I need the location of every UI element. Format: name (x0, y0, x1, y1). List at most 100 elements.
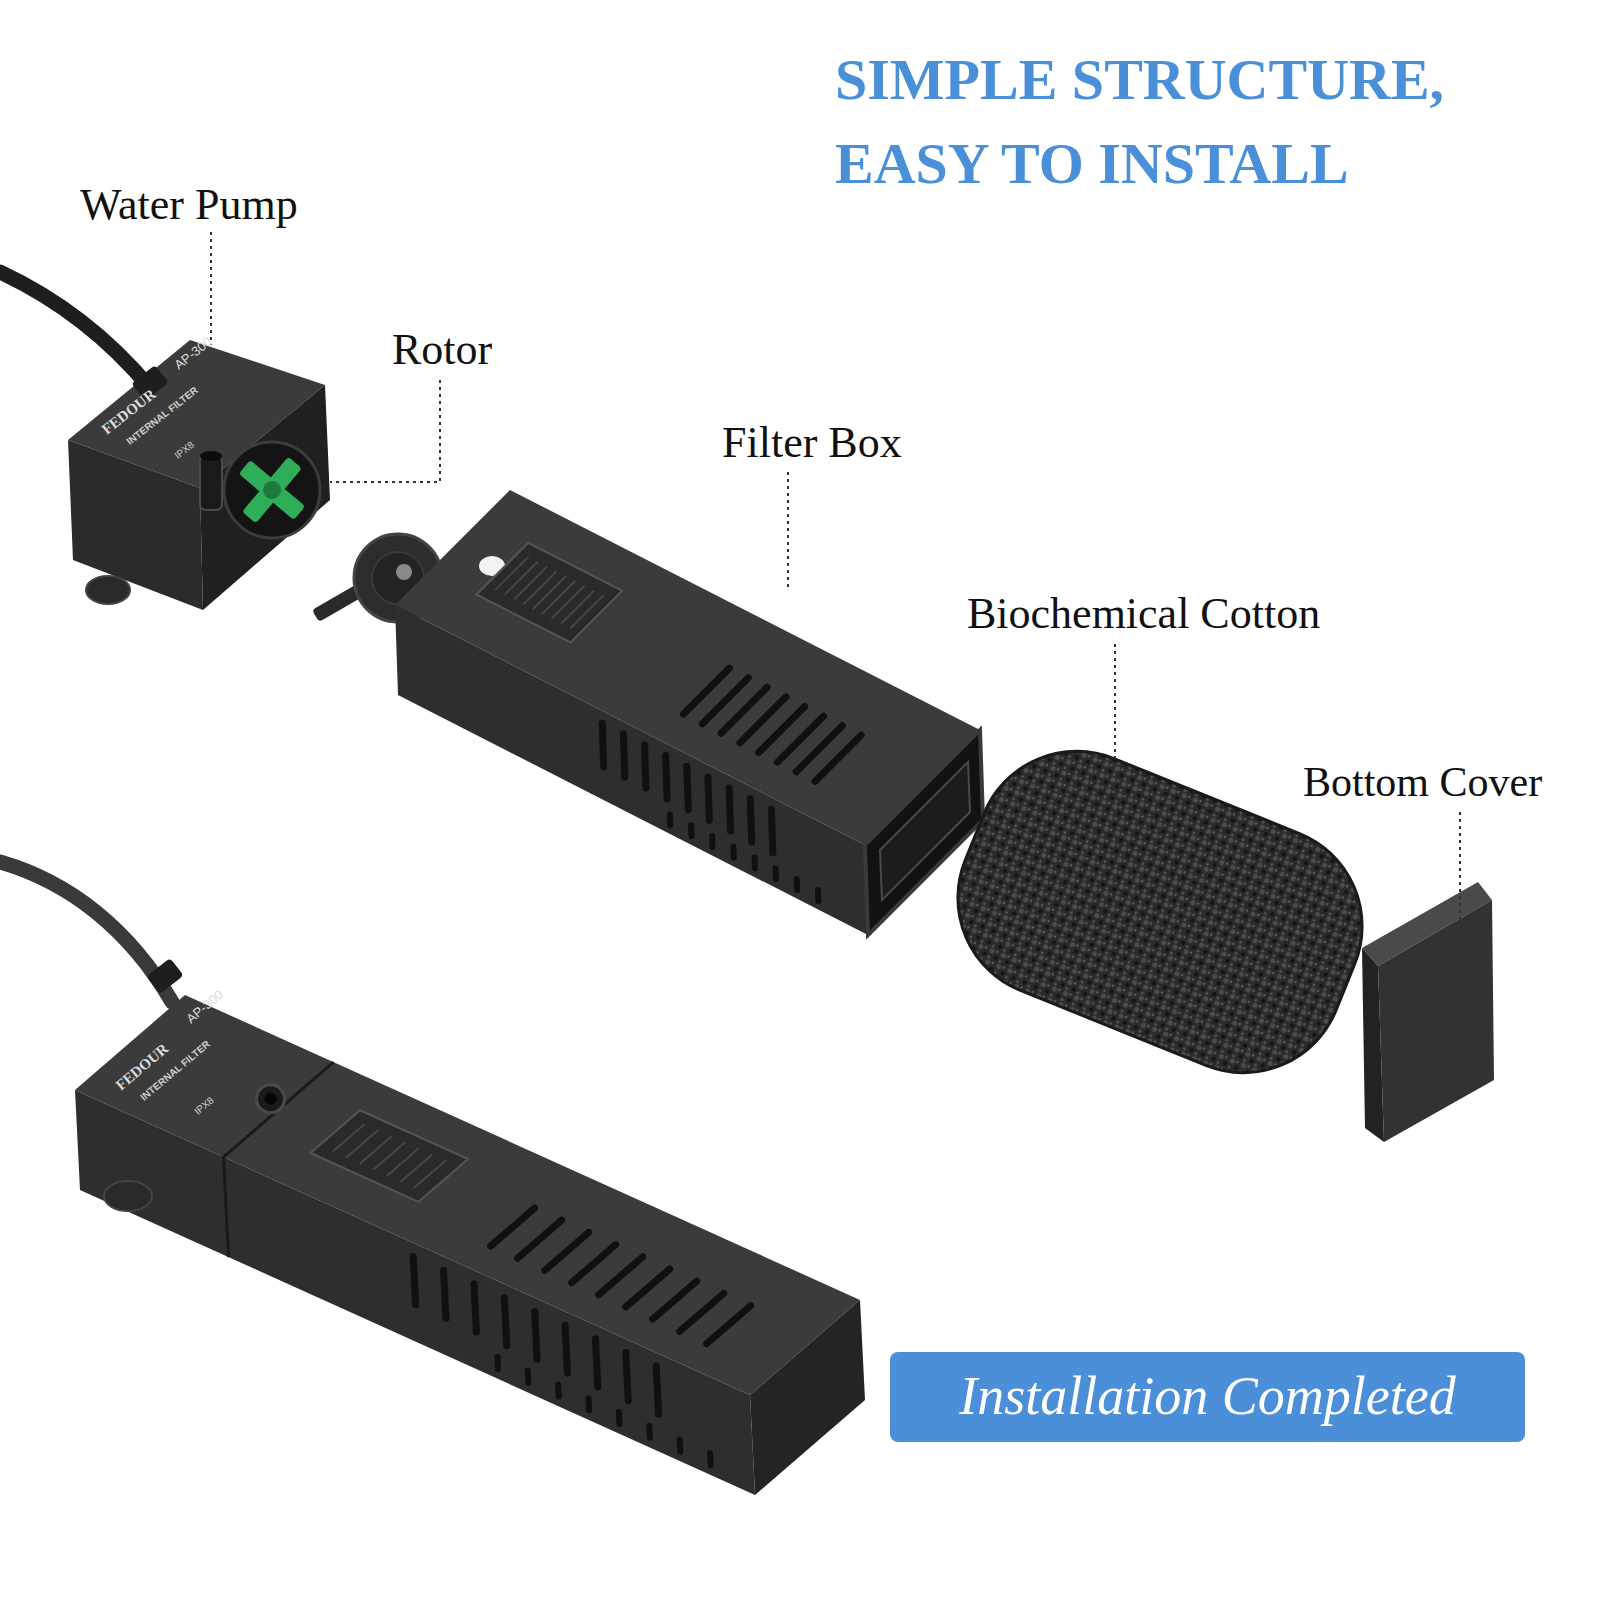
vent-slit (707, 1306, 751, 1344)
vent-slit (494, 1357, 501, 1369)
slot-rib (387, 1148, 419, 1176)
filter-box-front (395, 605, 868, 935)
vent-slit (623, 734, 624, 777)
part-label: Rotor (392, 328, 492, 372)
vent-slit (666, 756, 667, 799)
vent-slit (646, 1426, 653, 1438)
slot-rib (400, 1154, 432, 1182)
printed-model: AP-300 (172, 335, 214, 372)
rotor-hub (259, 477, 284, 502)
vent-slit (595, 1339, 597, 1387)
vent-slit (518, 1220, 562, 1258)
power-cable (0, 862, 172, 1002)
vent-slit (535, 1311, 537, 1359)
window-slot (477, 543, 623, 643)
suction-cup (104, 1181, 152, 1211)
slot-rib (346, 1130, 378, 1158)
vent-slit (626, 1269, 670, 1307)
leader-line (787, 472, 789, 590)
window-slot (311, 1110, 469, 1202)
vent-slit (504, 1298, 506, 1346)
vent-slit (729, 788, 730, 831)
slot-rib (523, 571, 556, 604)
rotor-blade (242, 457, 302, 524)
vent-slit (572, 1245, 616, 1283)
pump-front (68, 440, 203, 610)
vent-slit (653, 1281, 697, 1319)
vent-slit (586, 1398, 593, 1410)
vent-slit (616, 1412, 623, 1424)
assembled-front (75, 1090, 755, 1495)
outlet-hole (265, 1093, 277, 1105)
printed-model: AP-300 (184, 988, 226, 1026)
vent-slit (413, 1257, 415, 1305)
vent-slit (709, 836, 715, 847)
vent-slit (656, 1366, 658, 1414)
pump-side (200, 385, 330, 610)
filter-box-inner (880, 762, 970, 900)
vent-slit (815, 735, 861, 781)
vent-slit (645, 745, 646, 788)
vent-slit (525, 1371, 532, 1383)
bottom-cover (1362, 882, 1494, 1142)
filter-box (395, 490, 983, 935)
part-label: Biochemical Cotton (967, 592, 1320, 636)
vent-slit (602, 723, 603, 766)
slot-rib (414, 1161, 446, 1189)
leader-line (210, 232, 212, 345)
vent-slit (794, 879, 800, 890)
printed-text: IPX8 (193, 1095, 216, 1117)
vent-slit (474, 1284, 476, 1332)
slot-rib (505, 562, 538, 595)
slot-rib (360, 1136, 392, 1164)
banner-box: Installation Completed (890, 1352, 1525, 1442)
outlet-nozzle (257, 1085, 285, 1113)
assembled-filter (75, 958, 865, 1495)
vent-slit (565, 1325, 567, 1373)
vent-slit (750, 799, 751, 842)
vent-slit (667, 814, 673, 825)
cover-face (1378, 900, 1494, 1142)
vent-slit (752, 858, 758, 869)
part-label: Water Pump (80, 183, 298, 227)
vent-slit (444, 1270, 446, 1318)
slot-rib (333, 1124, 365, 1152)
banner-text: Installation Completed (959, 1367, 1455, 1426)
outlet-hole (200, 451, 222, 461)
page-title: SIMPLE STRUCTURE, EASY TO INSTALL (835, 38, 1585, 206)
slot-rib (533, 576, 566, 609)
outlet-nozzle (200, 455, 222, 510)
slot-rib (542, 581, 575, 614)
printed-text: INTERNAL FILTER (125, 385, 200, 447)
printed-text: IPX8 (173, 440, 196, 461)
vent-slit (688, 825, 694, 836)
rotor-impeller (221, 439, 322, 540)
vent-slit (491, 1208, 535, 1246)
part-label: Filter Box (722, 421, 902, 465)
power-cable (0, 272, 150, 388)
slot-rib (373, 1142, 405, 1170)
rotor-chamber (224, 442, 320, 538)
rotor-cover-hole (396, 564, 412, 580)
vent-slit (545, 1232, 589, 1270)
cable-gland (146, 958, 183, 994)
slot-rib (495, 557, 528, 590)
leader-line (330, 380, 440, 482)
vent-slit (626, 1353, 628, 1401)
vent-slit (707, 1453, 714, 1465)
leader-line (1459, 812, 1461, 945)
vent-slit (680, 1293, 724, 1331)
vent-slit (677, 1439, 684, 1451)
vent-slit (708, 777, 709, 820)
vent-slit (773, 868, 779, 879)
pump-seam (224, 1062, 334, 1257)
leader-line (1114, 644, 1116, 775)
water-pump (68, 340, 330, 610)
printed-text: INTERNAL FILTER (139, 1039, 212, 1103)
assembled-end (750, 1300, 865, 1495)
slot-rib (561, 590, 594, 623)
slot-rib (514, 566, 547, 599)
vent-slit (730, 847, 736, 858)
vent-slit (555, 1385, 562, 1397)
